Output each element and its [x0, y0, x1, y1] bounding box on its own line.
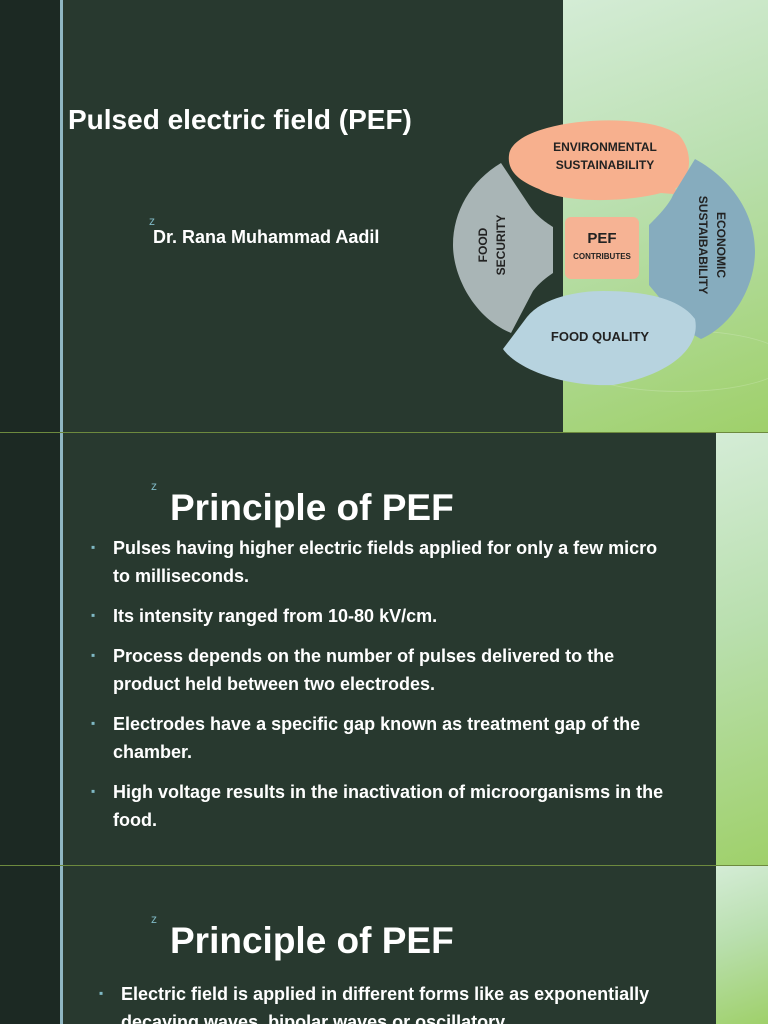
label-security: SECURITY — [494, 215, 508, 276]
bullet-list: ▪Electric field is applied in different … — [96, 980, 686, 1024]
slide-title: Principle of PEF — [170, 920, 454, 961]
author-name: Dr. Rana Muhammad Aadil — [153, 227, 380, 247]
segment-food-quality — [503, 291, 696, 386]
accent-line — [60, 433, 63, 865]
bullet-list: ▪Pulses having higher electric fields ap… — [88, 534, 668, 846]
segment-economic-sustainability — [649, 159, 755, 339]
bullet-item: ▪Electrodes have a specific gap known as… — [88, 710, 668, 766]
bullet-item: ▪Electric field is applied in different … — [96, 980, 686, 1024]
green-background-panel — [716, 866, 768, 1024]
slide-1: Pulsed electric field (PEF) z Dr. Rana M… — [0, 0, 768, 432]
dark-panel — [0, 433, 716, 865]
slide-2: z Principle of PEF ▪Pulses having higher… — [0, 433, 768, 865]
bullet-icon: ▪ — [91, 540, 96, 554]
bullet-icon: ▪ — [91, 784, 96, 798]
slide-marker: z — [149, 214, 155, 228]
label-pef: PEF — [587, 230, 616, 247]
slide-separator — [0, 432, 768, 433]
bullet-item: ▪Its intensity ranged from 10-80 kV/cm. — [88, 602, 668, 630]
bullet-icon: ▪ — [99, 986, 104, 1000]
slide-marker: z — [151, 912, 157, 926]
accent-line — [60, 866, 63, 1024]
bullet-item: ▪Pulses having higher electric fields ap… — [88, 534, 668, 590]
green-background-panel — [716, 433, 768, 865]
label-sustainability-top: SUSTAINABILITY — [556, 158, 654, 172]
label-food: FOOD — [476, 227, 490, 262]
label-sustaibability: SUSTAIBABILITY — [696, 196, 710, 294]
bullet-icon: ▪ — [91, 608, 96, 622]
label-economic: ECONOMIC — [714, 212, 728, 278]
segment-food-security — [453, 163, 553, 333]
dark-panel — [0, 866, 716, 1024]
accent-line — [60, 0, 63, 432]
left-accent-bar — [0, 0, 60, 432]
slide-separator — [0, 865, 768, 866]
bullet-icon: ▪ — [91, 648, 96, 662]
label-contributes: CONTRIBUTES — [573, 252, 631, 261]
slide-3: z Principle of PEF ▪Electric field is ap… — [0, 866, 768, 1024]
label-environmental: ENVIRONMENTAL — [553, 140, 657, 154]
label-food-quality: FOOD QUALITY — [551, 329, 650, 344]
bullet-icon: ▪ — [91, 716, 96, 730]
left-accent-bar — [0, 433, 60, 865]
left-accent-bar — [0, 866, 60, 1024]
slide-title: Principle of PEF — [170, 487, 454, 528]
bullet-item: ▪High voltage results in the inactivatio… — [88, 778, 668, 834]
pef-contributes-diagram: ENVIRONMENTAL SUSTAINABILITY FOOD SECURI… — [453, 120, 755, 386]
bullet-item: ▪Process depends on the number of pulses… — [88, 642, 668, 698]
segment-environmental-sustainability — [508, 120, 690, 201]
center-box — [565, 217, 639, 279]
slide-marker: z — [151, 479, 157, 493]
slide-title: Pulsed electric field (PEF) — [68, 104, 412, 135]
